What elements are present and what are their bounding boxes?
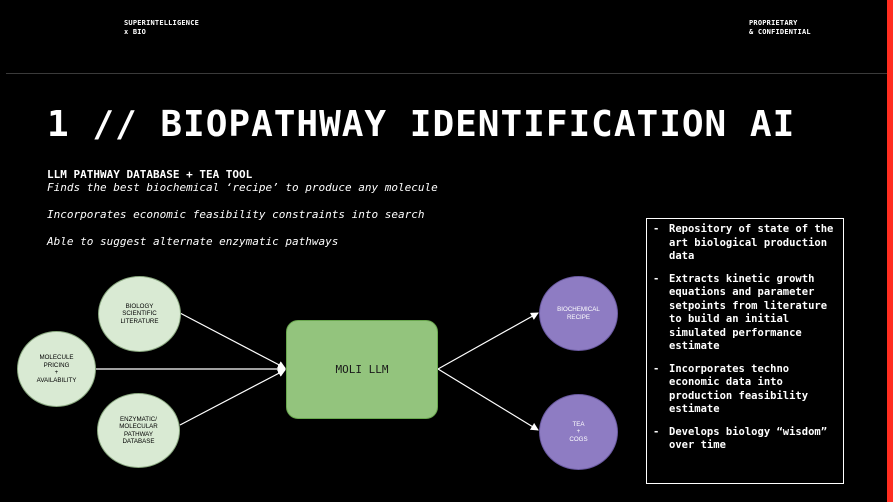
slide-title: 1 // BIOPATHWAY IDENTIFICATION AI	[47, 104, 796, 145]
dash-bullet: -	[653, 272, 660, 285]
node-biochemical-recipe: BIOCHEMICAL RECIPE	[539, 276, 618, 351]
node-pathway-database: ENZYMATIC/ MOLECULAR PATHWAY DATABASE	[97, 393, 180, 468]
info-item: - Develops biology “wisdom” over time	[653, 426, 837, 453]
node-biology-literature: BIOLOGY SCIENTIFIC LITERATURE	[98, 276, 181, 352]
info-item: - Repository of state of the art biologi…	[653, 223, 837, 264]
section-line-2: Incorporates economic feasibility constr…	[47, 208, 425, 221]
dash-bullet: -	[653, 223, 660, 235]
info-item-text: Extracts kinetic growth equations and pa…	[669, 272, 828, 353]
header-brand: SUPERINTELLIGENCE x BIO	[124, 19, 200, 36]
node-tea-cogs: TEA + COGS	[539, 394, 618, 470]
accent-strip	[887, 0, 893, 502]
dash-bullet: -	[653, 362, 660, 375]
arrow-enz-to-llm	[179, 369, 286, 426]
info-item: - Incorporates techno economic data into…	[653, 363, 837, 417]
section-line-3: Able to suggest alternate enzymatic path…	[47, 235, 339, 248]
info-item-text: Incorporates techno economic data into p…	[669, 362, 809, 416]
info-item-text: Repository of state of the art biologica…	[669, 223, 834, 262]
section-line-1: Finds the best biochemical ‘recipe’ to p…	[47, 181, 438, 194]
dash-bullet: -	[653, 425, 660, 438]
header-divider	[6, 73, 887, 74]
node-moli-llm: MOLI LLM	[286, 320, 438, 419]
node-molecule-pricing: MOLECULE PRICING + AVAILABILITY	[17, 331, 96, 407]
arrow-llm-to-recipe	[437, 312, 539, 370]
arrow-llm-to-tea	[437, 368, 539, 431]
info-item-text: Develops biology “wisdom” over time	[669, 425, 828, 452]
header-confidential: PROPRIETARY & CONFIDENTIAL	[749, 19, 811, 36]
section-subheading: LLM PATHWAY DATABASE + TEA TOOL	[47, 168, 253, 181]
arrow-bio-to-llm	[179, 312, 286, 369]
info-box: - Repository of state of the art biologi…	[646, 218, 844, 484]
info-item: - Extracts kinetic growth equations and …	[653, 273, 837, 354]
